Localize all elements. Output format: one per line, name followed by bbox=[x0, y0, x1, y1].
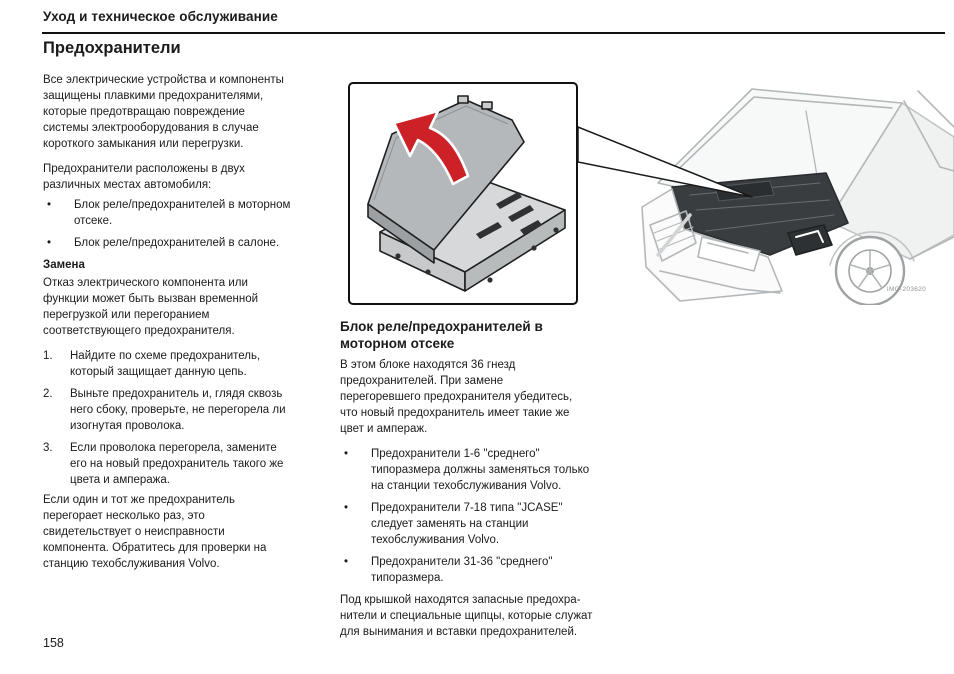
step-item: 1. Найдите по схеме предохранитель, кото… bbox=[43, 348, 343, 380]
bullet-marker: • bbox=[344, 502, 349, 514]
bullet-list: • Блок реле/предохранителей в моторном о… bbox=[43, 197, 343, 251]
body-paragraph: Под крышкой находятся запасные предохра-… bbox=[340, 594, 593, 638]
bullet-marker: • bbox=[47, 199, 52, 211]
callout-lines bbox=[577, 126, 753, 198]
body-paragraph: В этом блоке находятся 36 гнезд предохра… bbox=[340, 359, 573, 435]
grille bbox=[649, 210, 697, 262]
numbered-steps: 1. Найдите по схеме предохранитель, кото… bbox=[43, 348, 343, 488]
image-code-label: IMG-203620 bbox=[886, 286, 926, 293]
list-item: • Блок реле/предохранителей в моторном о… bbox=[43, 197, 343, 229]
left-column: Все электрические устройства и компонент… bbox=[43, 72, 343, 581]
bullet-marker: • bbox=[47, 237, 52, 249]
step-number: 1. bbox=[43, 350, 53, 362]
fusebox-illustration bbox=[367, 95, 566, 292]
list-item: • Предохранители 31-36 "среднего" типора… bbox=[340, 554, 652, 586]
list-item-text: Блок реле/предохранителей в моторном отс… bbox=[74, 199, 291, 227]
bullet-marker: • bbox=[344, 448, 349, 460]
middle-column: Блок реле/предохранителей в моторном отс… bbox=[340, 318, 652, 649]
step-text: Выньте предохранитель и, глядя сквозь не… bbox=[70, 388, 286, 432]
step-item: 2. Выньте предохранитель и, глядя сквозь… bbox=[43, 386, 343, 434]
subheading-zamena: Замена bbox=[43, 259, 85, 271]
step-text: Если проволока перегорела, замените его … bbox=[70, 442, 284, 486]
bullet-marker: • bbox=[344, 556, 349, 568]
step-number: 2. bbox=[43, 388, 53, 400]
fusebox-location bbox=[787, 224, 833, 256]
chapter-header: Уход и техническое обслуживание bbox=[43, 9, 278, 24]
front-wheel bbox=[829, 231, 915, 305]
list-item-text: Предохранители 31-36 "среднего" типоразм… bbox=[371, 556, 553, 584]
bullet-list: • Предохранители 1-6 "среднего" типоразм… bbox=[340, 446, 652, 586]
body-paragraph: Отказ электрического компонента или функ… bbox=[43, 277, 259, 337]
step-number: 3. bbox=[43, 442, 53, 454]
list-item-text: Предохранители 7-18 типа "JCASE" следует… bbox=[371, 502, 563, 546]
list-item-text: Предохранители 1-6 "среднего" типоразмер… bbox=[371, 448, 590, 492]
red-arrow bbox=[392, 109, 470, 186]
body-paragraph: Все электрические устройства и компонент… bbox=[43, 74, 284, 150]
list-item: • Предохранители 7-18 типа "JCASE" следу… bbox=[340, 500, 652, 548]
list-item: • Блок реле/предохранителей в салоне. bbox=[43, 235, 343, 251]
page-number: 158 bbox=[43, 636, 64, 650]
headlight bbox=[697, 236, 761, 272]
list-item-text: Блок реле/предохранителей в салоне. bbox=[74, 237, 280, 249]
fusebox-figure-frame bbox=[348, 82, 578, 305]
section-heading: Блок реле/предохранителей в моторном отс… bbox=[340, 319, 543, 351]
step-item: 3. Если проволока перегорела, замените е… bbox=[43, 440, 343, 488]
list-item: • Предохранители 1-6 "среднего" типоразм… bbox=[340, 446, 652, 494]
body-paragraph: Если один и тот же предохранитель перего… bbox=[43, 494, 267, 570]
body-paragraph: Предохранители расположены в двух различ… bbox=[43, 163, 245, 191]
header-rule bbox=[42, 32, 945, 34]
step-text: Найдите по схеме предохранитель, который… bbox=[70, 350, 261, 378]
page-title: Предохранители bbox=[43, 39, 181, 57]
